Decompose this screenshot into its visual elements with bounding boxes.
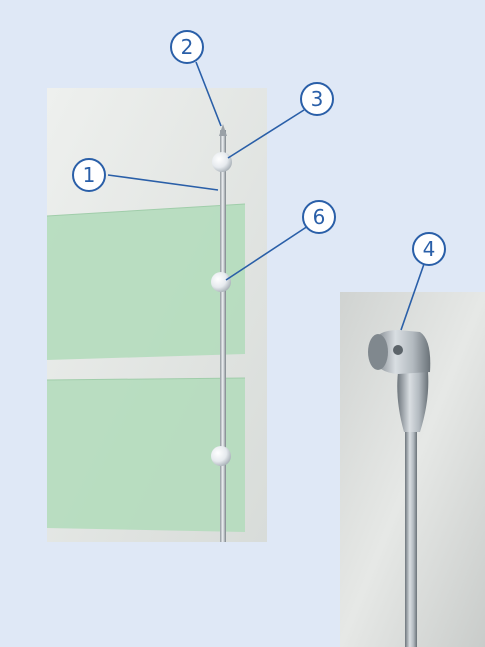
ball-clamp-middle (211, 272, 231, 292)
ball-clamp-bottom (211, 446, 231, 466)
inset-fitting-screw (393, 345, 403, 355)
callout-2: 2 (170, 30, 204, 64)
callout-3: 3 (300, 82, 334, 116)
callout-4: 4 (412, 232, 446, 266)
steel-rod (220, 130, 226, 542)
inset-rod (405, 430, 417, 647)
callout-1: 1 (72, 158, 106, 192)
inset-fitting-cap (368, 334, 388, 370)
ball-clamp-top (212, 152, 232, 172)
callout-6: 6 (302, 200, 336, 234)
